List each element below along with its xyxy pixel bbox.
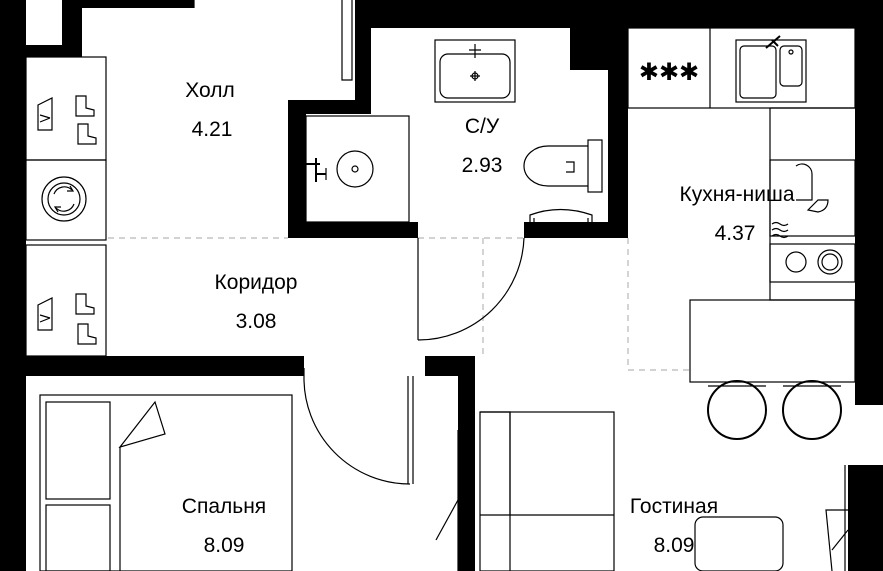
sink-icon bbox=[765, 35, 794, 55]
room-label-bedroom: Спальня 8.09 bbox=[182, 495, 266, 557]
sink-icon bbox=[469, 44, 481, 81]
room-name: Коридор bbox=[215, 271, 298, 294]
wardrobe-bottom bbox=[25, 244, 107, 357]
zone-boundaries bbox=[108, 237, 690, 371]
door-icon bbox=[417, 237, 525, 341]
room-name: С/У bbox=[465, 115, 500, 138]
room-label-bathroom: С/У 2.93 bbox=[462, 115, 503, 177]
sofa-icon bbox=[479, 411, 615, 571]
room-name: Холл bbox=[185, 79, 235, 102]
chair-right bbox=[782, 380, 842, 440]
stove-icon: ✱✱✱ bbox=[639, 58, 699, 86]
armchair bbox=[694, 516, 784, 571]
oven bbox=[769, 243, 856, 283]
toilet bbox=[523, 139, 603, 193]
door-living bbox=[435, 430, 849, 571]
room-area: 4.21 bbox=[192, 118, 233, 141]
room-area: 8.09 bbox=[654, 534, 695, 557]
bed bbox=[39, 394, 293, 571]
dishwasher-icon bbox=[771, 163, 829, 239]
room-area: 4.37 bbox=[715, 222, 756, 245]
door-bathroom bbox=[417, 237, 525, 341]
heated-towel-rail bbox=[529, 208, 593, 222]
shower bbox=[305, 115, 410, 223]
door-bedroom bbox=[303, 368, 414, 485]
chair-left bbox=[707, 380, 767, 440]
room-label-hall: Холл 4.21 bbox=[185, 79, 235, 141]
room-area: 2.93 bbox=[462, 154, 503, 177]
window-frames bbox=[193, 0, 846, 571]
chair-icon bbox=[707, 380, 767, 440]
chair-icon bbox=[782, 380, 842, 440]
washing-machine-icon bbox=[41, 176, 87, 222]
room-label-kitchen: Кухня-ниша 4.37 bbox=[679, 183, 794, 245]
stove: ✱✱✱ bbox=[639, 58, 699, 86]
room-area: 8.09 bbox=[204, 534, 245, 557]
toilet-icon bbox=[523, 145, 588, 187]
room-area: 3.08 bbox=[236, 310, 277, 333]
bed-icon bbox=[118, 400, 166, 571]
sink bbox=[434, 39, 516, 103]
dishwasher bbox=[769, 159, 856, 239]
shower-icon bbox=[306, 150, 374, 188]
room-name: Кухня-ниша bbox=[679, 183, 794, 206]
washing-machine bbox=[25, 159, 107, 241]
door-icon bbox=[303, 368, 414, 485]
sofa bbox=[479, 411, 615, 571]
kitchen-sink bbox=[735, 35, 807, 103]
door-icon bbox=[435, 430, 849, 571]
room-name: Спальня bbox=[182, 495, 266, 518]
wardrobe-icon bbox=[37, 293, 97, 345]
wardrobe-icon bbox=[37, 95, 97, 145]
room-name: Гостиная bbox=[630, 495, 718, 518]
wardrobe-top bbox=[25, 56, 107, 161]
room-label-corridor: Коридор 3.08 bbox=[215, 271, 298, 333]
room-label-living: Гостиная 8.09 bbox=[630, 495, 718, 557]
dining-table bbox=[689, 299, 856, 383]
